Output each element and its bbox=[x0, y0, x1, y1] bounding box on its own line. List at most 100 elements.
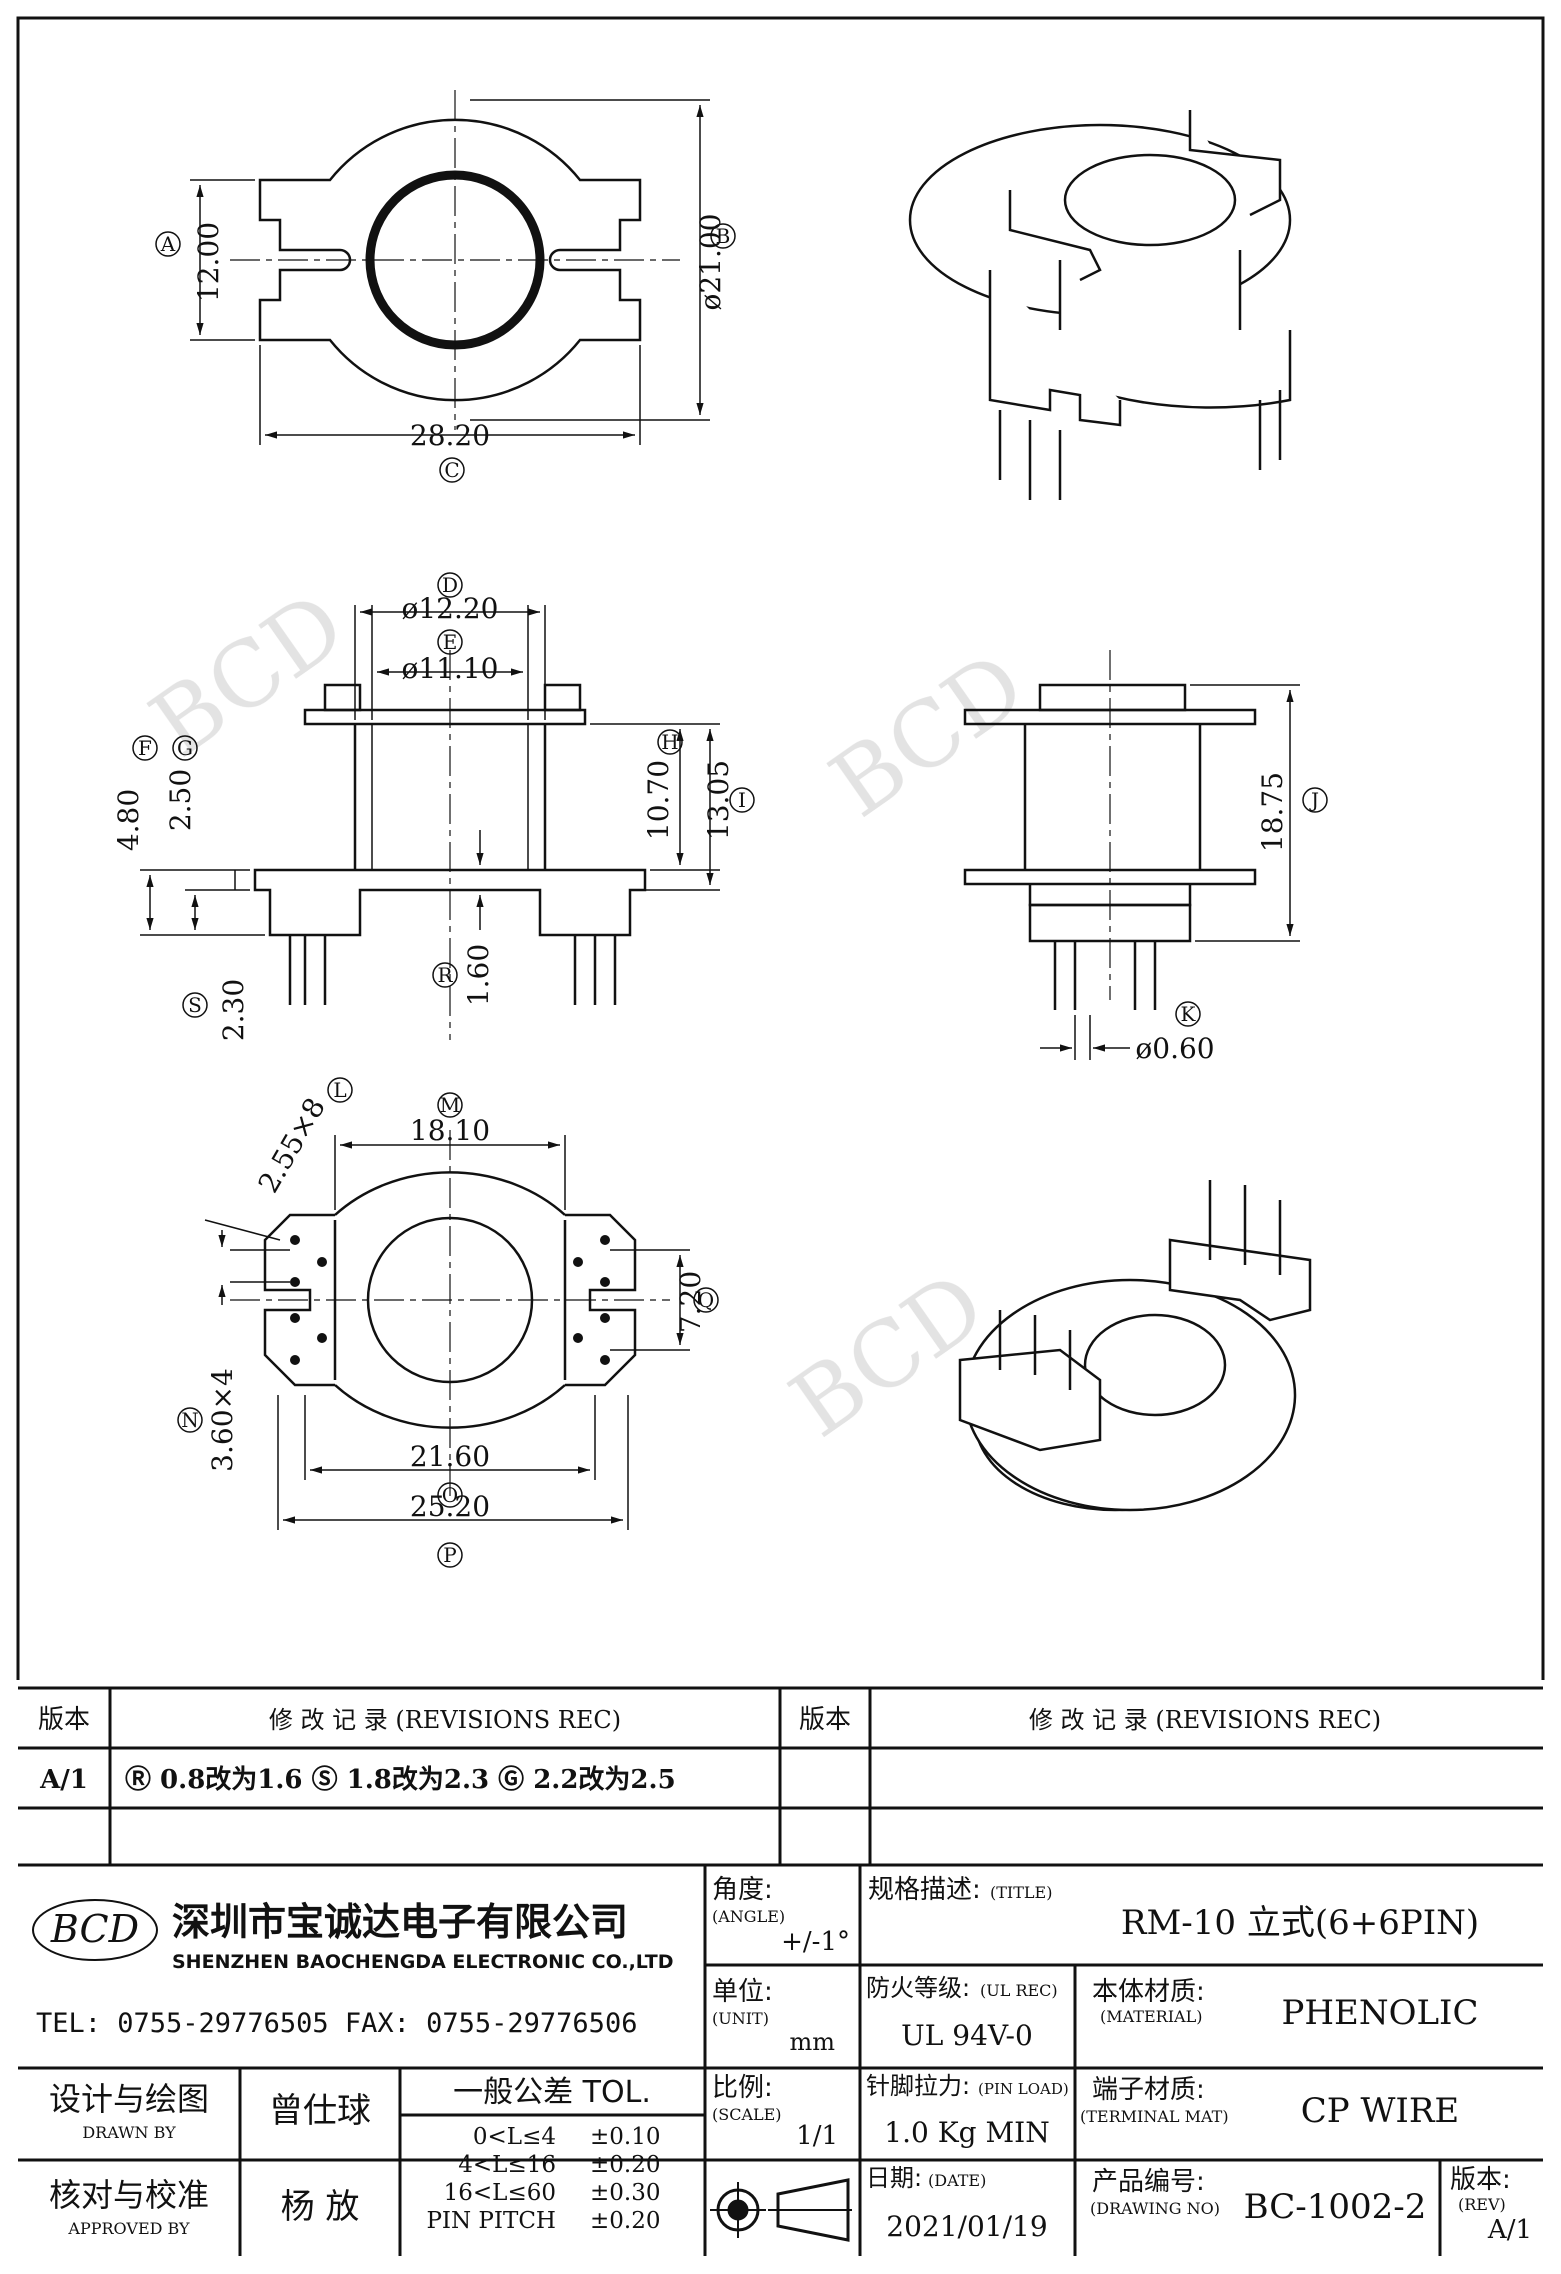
drawing-no-label-en: (DRAWING NO) bbox=[1090, 2199, 1220, 2218]
bottom-view-callouts: L M N O P Q bbox=[177, 1077, 719, 1568]
callout-s: S bbox=[188, 993, 202, 1017]
top-view-dims bbox=[190, 99, 710, 445]
scale-label-en: (SCALE) bbox=[712, 2105, 782, 2124]
dim-21-00: ø21.00 bbox=[694, 213, 727, 310]
unit-label-en: (UNIT) bbox=[712, 2009, 769, 2028]
revision-version-header-right: 版本 bbox=[799, 1705, 851, 1735]
isometric-view-2 bbox=[958, 1180, 1312, 1512]
side-view-callouts: J K bbox=[1175, 787, 1328, 1027]
tolerance-value-4: ±0.20 bbox=[590, 2208, 660, 2234]
drawing-no-value: BC-1002-2 bbox=[1244, 2187, 1427, 2227]
terminal-value: CP WIRE bbox=[1301, 2091, 1460, 2131]
tolerance-value-1: ±0.10 bbox=[590, 2124, 660, 2150]
top-view-callouts: A B C bbox=[155, 223, 736, 483]
callout-j: J bbox=[1309, 788, 1319, 812]
angle-label: 角度: bbox=[712, 1875, 773, 1905]
callout-a: A bbox=[160, 232, 176, 256]
bottom-view-pins bbox=[290, 1235, 610, 1365]
rev-label-en: (REV) bbox=[1458, 2195, 1506, 2214]
callout-e: E bbox=[443, 630, 458, 654]
engineering-drawing: BCD BCD BCD 12.00 ø21.00 28.20 A B C bbox=[16, 16, 1545, 1680]
front-view-callouts: D E F G H I R S bbox=[132, 572, 755, 1018]
pinload-label: 针脚拉力: bbox=[866, 2072, 970, 2100]
callout-h: H bbox=[661, 730, 678, 754]
pinload-value: 1.0 Kg MIN bbox=[884, 2116, 1049, 2149]
dim-28-20: 28.20 bbox=[410, 419, 490, 452]
drawn-label-en: DRAWN BY bbox=[82, 2123, 176, 2142]
scale-value: 1/1 bbox=[796, 2121, 838, 2151]
side-view bbox=[963, 650, 1257, 1010]
tolerance-value-2: ±0.20 bbox=[590, 2152, 660, 2178]
dim-3-60x4: 3.60×4 bbox=[206, 1368, 239, 1472]
front-view-dims bbox=[140, 605, 720, 936]
tolerance-value-3: ±0.30 bbox=[590, 2180, 660, 2206]
callout-q: Q bbox=[698, 1288, 714, 1312]
title-label-en: (TITLE) bbox=[990, 1883, 1052, 1902]
revision-row-1-version: A/1 bbox=[39, 1765, 88, 1795]
title-value: RM-10 立式(6+6PIN) bbox=[1121, 1903, 1479, 1943]
company-name-en: SHENZHEN BAOCHENGDA ELECTRONIC CO.,LTD bbox=[172, 1951, 673, 1973]
dim-4-80: 4.80 bbox=[112, 789, 145, 851]
callout-f: F bbox=[138, 736, 152, 760]
rev-label: 版本: bbox=[1450, 2165, 1511, 2195]
tolerance-range-1: 0<L≤4 bbox=[473, 2124, 556, 2150]
material-label-en: (MATERIAL) bbox=[1100, 2007, 1202, 2026]
rev-value: A/1 bbox=[1487, 2215, 1532, 2245]
side-view-dims bbox=[1040, 684, 1300, 1060]
callout-p: P bbox=[443, 1543, 456, 1567]
unit-label: 单位: bbox=[712, 1977, 773, 2007]
terminal-label-en: (TERMINAL MAT) bbox=[1080, 2107, 1229, 2126]
drawn-value: 曾仕球 bbox=[269, 2091, 371, 2131]
pinload-label-en: (PIN LOAD) bbox=[978, 2080, 1069, 2098]
tolerance-title: 一般公差 TOL. bbox=[453, 2075, 651, 2110]
bottom-view bbox=[230, 1130, 670, 1500]
tolerance-range-4: PIN PITCH bbox=[426, 2208, 556, 2234]
callout-l: L bbox=[333, 1078, 346, 1102]
dim-11-10: ø11.10 bbox=[401, 652, 498, 685]
callout-i: I bbox=[738, 788, 746, 812]
revision-version-header-left: 版本 bbox=[38, 1705, 90, 1735]
projection-symbol bbox=[710, 2178, 852, 2242]
dim-10-70: 10.70 bbox=[642, 760, 675, 840]
callout-c: C bbox=[444, 458, 459, 482]
callout-k: K bbox=[1181, 1002, 1197, 1026]
top-view bbox=[230, 90, 680, 430]
approved-label: 核对与校准 bbox=[49, 2176, 209, 2214]
revision-record-header-right: 修 改 记 录 (REVISIONS REC) bbox=[1029, 1706, 1381, 1734]
angle-label-en: (ANGLE) bbox=[712, 1907, 785, 1926]
drawing-frame bbox=[16, 16, 1545, 1680]
dim-18-10: 18.10 bbox=[410, 1114, 490, 1147]
dim-12-00: 12.00 bbox=[192, 222, 225, 302]
callout-d: D bbox=[442, 573, 458, 597]
callout-m: M bbox=[440, 1093, 460, 1117]
dim-2-30: 2.30 bbox=[217, 979, 250, 1041]
title-label: 规格描述: bbox=[868, 1875, 981, 1905]
dim-0-60: ø0.60 bbox=[1135, 1032, 1214, 1065]
terminal-label: 端子材质: bbox=[1092, 2075, 1205, 2105]
company-contact: TEL: 0755-29776505 FAX: 0755-29776506 bbox=[36, 2008, 637, 2039]
dim-7-20: 7.20 bbox=[674, 1271, 707, 1333]
ul-label-en: (UL REC) bbox=[980, 1981, 1058, 2000]
callout-r: R bbox=[437, 963, 453, 987]
callout-o: O bbox=[442, 1483, 458, 1507]
company-logo: BCD bbox=[32, 1899, 158, 1961]
dim-21-60: 21.60 bbox=[410, 1440, 490, 1473]
dim-2-50: 2.50 bbox=[164, 769, 197, 831]
callout-b: B bbox=[716, 224, 731, 248]
tolerance-table: 0<L≤4 ±0.10 4<L≤16 ±0.20 16<L≤60 ±0.30 P… bbox=[426, 2124, 660, 2234]
tolerance-range-3: 16<L≤60 bbox=[444, 2180, 556, 2206]
material-value: PHENOLIC bbox=[1282, 1993, 1479, 2033]
date-label-en: (DATE) bbox=[928, 2171, 986, 2190]
company-logo-text: BCD bbox=[50, 1907, 139, 1951]
date-value: 2021/01/19 bbox=[886, 2210, 1047, 2243]
angle-value: +/-1° bbox=[781, 1927, 850, 1957]
tolerance-range-2: 4<L≤16 bbox=[458, 2152, 556, 2178]
title-block-grid bbox=[18, 1686, 1543, 2256]
approved-label-en: APPROVED BY bbox=[67, 2219, 190, 2238]
callout-g: G bbox=[177, 736, 193, 760]
ul-label: 防火等级: bbox=[866, 1974, 970, 2002]
dim-1-60: 1.60 bbox=[462, 944, 495, 1006]
date-label: 日期: bbox=[866, 2164, 922, 2192]
drawing-no-label: 产品编号: bbox=[1092, 2167, 1205, 2197]
